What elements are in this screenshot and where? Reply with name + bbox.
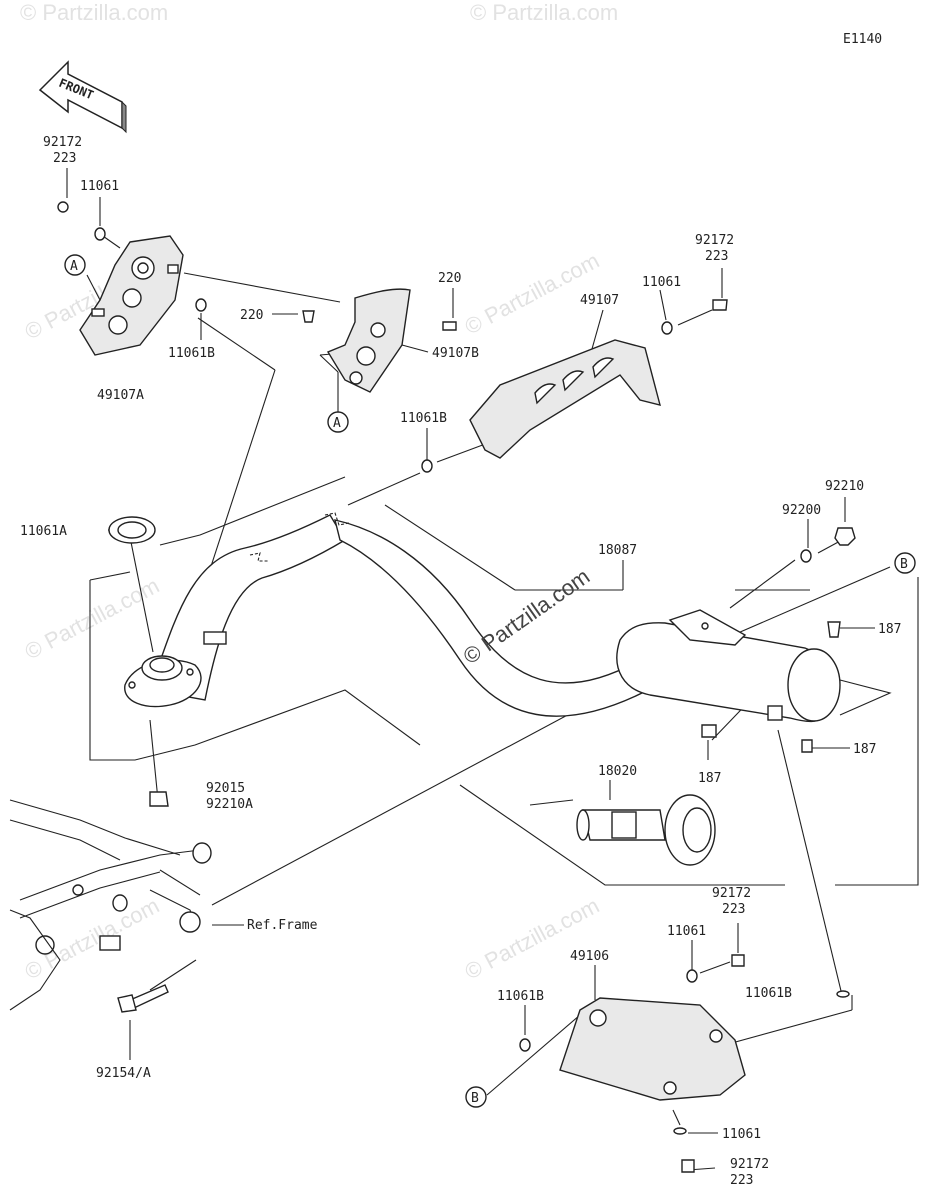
part-label: 223 bbox=[705, 249, 728, 264]
callout-b-label: B bbox=[471, 1091, 479, 1106]
heat-guard-49106 bbox=[559, 997, 746, 1101]
part-label: 223 bbox=[730, 1173, 753, 1188]
spark-arrester-18020 bbox=[576, 794, 716, 866]
callout-b-1: B bbox=[894, 552, 916, 574]
section-box bbox=[89, 476, 919, 886]
part-label: 11061B bbox=[497, 989, 544, 1004]
part-label: 49107 bbox=[580, 293, 619, 308]
bolt-92154a bbox=[117, 984, 169, 1013]
callout-a-2: A bbox=[327, 411, 349, 433]
part-label: 11061 bbox=[722, 1127, 761, 1142]
part-label: 92172 bbox=[43, 135, 82, 150]
exhaust-pipe-18087 bbox=[149, 512, 649, 717]
watermark: © Partzilla.com bbox=[20, 0, 168, 25]
watermark: © Partzilla.com bbox=[470, 0, 618, 25]
part-label: 11061 bbox=[667, 924, 706, 939]
callout-a-label: A bbox=[333, 416, 341, 431]
part-label: 92172 bbox=[730, 1157, 769, 1172]
callout-a-1: A bbox=[64, 254, 86, 276]
part-label: 18087 bbox=[598, 543, 637, 558]
part-label: 187 bbox=[853, 742, 876, 757]
part-label: 92172 bbox=[712, 886, 751, 901]
part-label: 187 bbox=[698, 771, 721, 786]
part-label: 92015 bbox=[206, 781, 245, 796]
part-label: 11061B bbox=[400, 411, 447, 426]
part-label: 220 bbox=[240, 308, 263, 323]
front-arrow-icon: FRONT bbox=[38, 60, 127, 134]
heat-guard-49107 bbox=[469, 339, 661, 459]
frame-ref bbox=[9, 799, 212, 1011]
watermark: © Partzilla.com bbox=[21, 573, 164, 665]
callout-b-label: B bbox=[900, 557, 908, 572]
part-label: 92154/A bbox=[96, 1066, 151, 1081]
part-label: 92172 bbox=[695, 233, 734, 248]
part-label: 49107A bbox=[97, 388, 144, 403]
part-label: 11061 bbox=[80, 179, 119, 194]
part-label: 92210A bbox=[206, 797, 253, 812]
part-label: 92210 bbox=[825, 479, 864, 494]
part-label: 92200 bbox=[782, 503, 821, 518]
callout-b-2: B bbox=[465, 1086, 487, 1108]
ref-frame-label: Ref.Frame bbox=[247, 918, 318, 933]
part-labels: 92172 223 11061 49107A 11061B 220 220 49… bbox=[20, 135, 901, 1188]
center-watermark: © Partzilla.com bbox=[459, 564, 595, 670]
diagram-id: E1140 bbox=[843, 32, 882, 47]
heat-guard-49107a bbox=[79, 235, 184, 356]
watermark-layer: © Partzilla.com © Partzilla.com © Partzi… bbox=[20, 0, 618, 984]
fasteners bbox=[57, 201, 856, 1173]
part-label: 11061B bbox=[168, 346, 215, 361]
watermark: © Partzilla.com bbox=[461, 893, 604, 985]
part-label: 18020 bbox=[598, 764, 637, 779]
callout-a-label: A bbox=[70, 259, 78, 274]
gasket-11061a bbox=[108, 516, 156, 544]
exhaust-flange bbox=[124, 655, 202, 708]
part-label: 11061 bbox=[642, 275, 681, 290]
part-label: 49107B bbox=[432, 346, 479, 361]
part-label: 220 bbox=[438, 271, 461, 286]
part-label: 11061B bbox=[745, 986, 792, 1001]
part-label: 49106 bbox=[570, 949, 609, 964]
muffler-assembly bbox=[616, 609, 841, 723]
part-label: 187 bbox=[878, 622, 901, 637]
part-label: 11061A bbox=[20, 524, 67, 539]
part-label: 223 bbox=[722, 902, 745, 917]
heat-guard-49107b bbox=[326, 288, 411, 393]
part-label: 223 bbox=[53, 151, 76, 166]
